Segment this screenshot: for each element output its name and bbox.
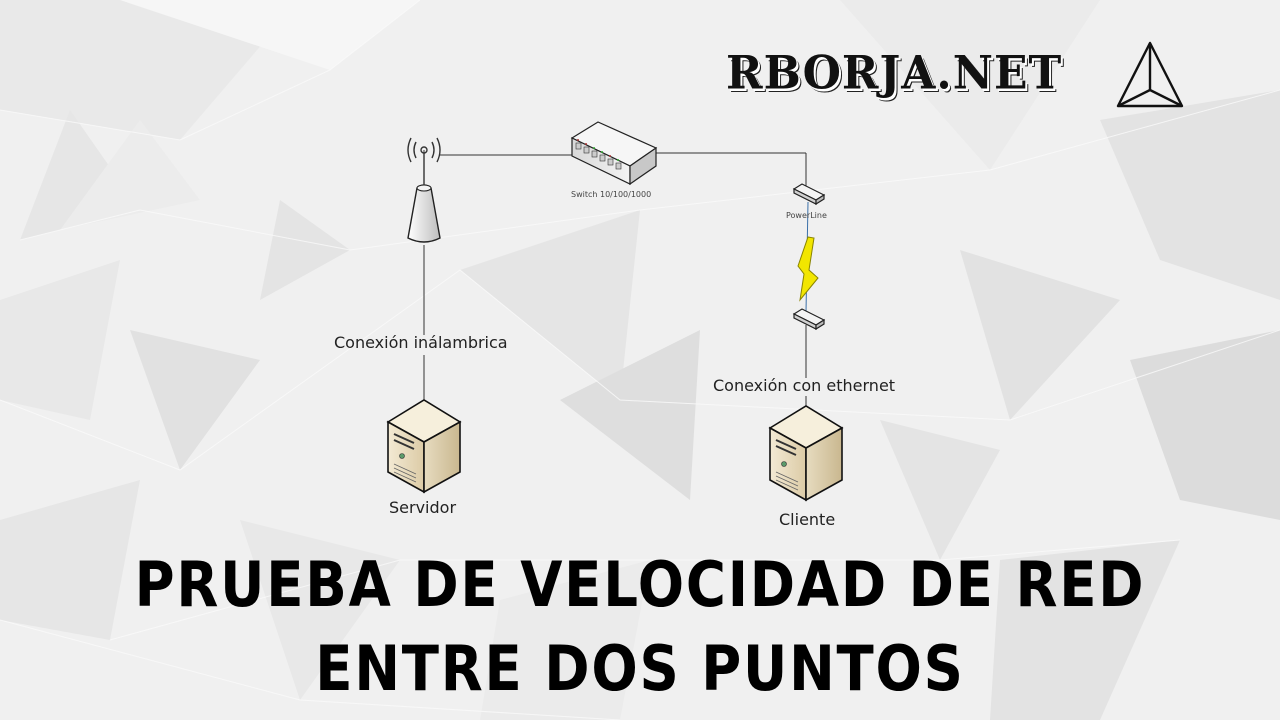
ethernet-connection-label: Conexión con ethernet	[713, 376, 896, 395]
wireless-access-point-icon	[407, 137, 441, 243]
server-label: Servidor	[389, 498, 457, 517]
powerline-adapter-icon	[792, 308, 826, 330]
server-tower-icon	[386, 399, 462, 494]
client-label: Cliente	[779, 510, 836, 529]
triangle-pyramid-icon	[1116, 41, 1184, 108]
title-line-2: ENTRE DOS PUNTOS	[315, 632, 965, 705]
network-switch-icon	[570, 121, 658, 186]
powerline-label: PowerLine	[786, 211, 827, 220]
wireless-connection-label: Conexión inálambrica	[334, 333, 508, 352]
title-line-1: PRUEBA DE VELOCIDAD DE RED	[134, 548, 1146, 621]
brand-name: RBORJA.NET	[726, 46, 1063, 101]
powerline-adapter-icon	[792, 183, 826, 205]
server-tower-icon	[768, 405, 844, 502]
lightning-bolt-icon	[797, 236, 819, 302]
switch-label: Switch 10/100/1000	[571, 190, 652, 199]
